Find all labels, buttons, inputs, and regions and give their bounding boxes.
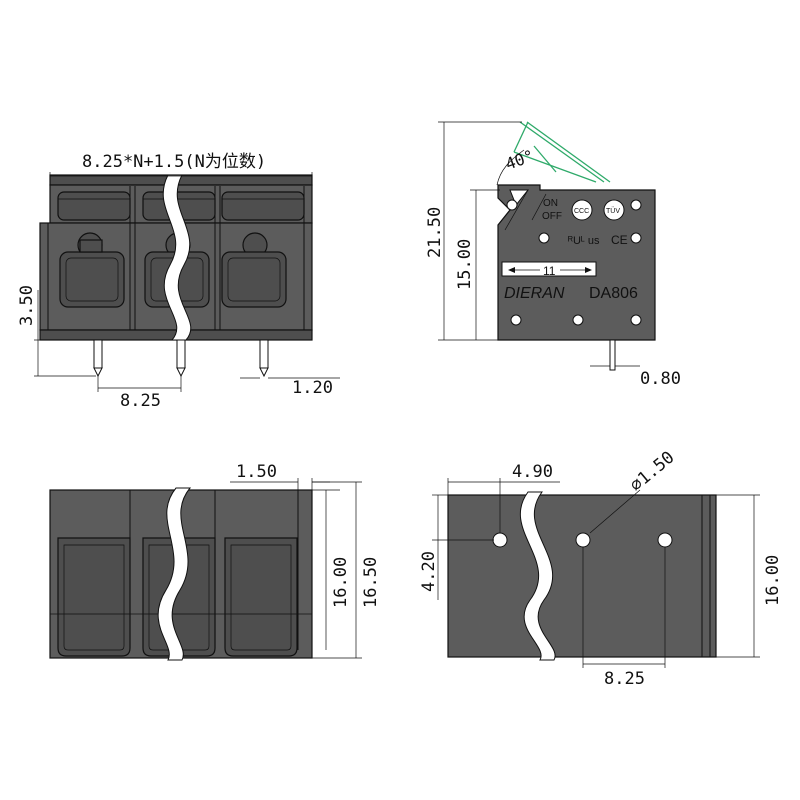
svg-text:OFF: OFF bbox=[542, 211, 562, 222]
bottom-hole bbox=[575, 532, 591, 548]
bottom-view: 4.90 ∅1.50 4.20 16.00 8.25 bbox=[419, 448, 783, 689]
bottom-pitch-dimension: 8.25 bbox=[604, 669, 645, 689]
svg-text:CCC: CCC bbox=[574, 208, 589, 215]
top-outer-height: 16.50 bbox=[361, 557, 381, 608]
bottom-hole bbox=[657, 532, 673, 548]
side-hole bbox=[630, 314, 642, 326]
top-view: 1.50 16.00 16.50 bbox=[49, 462, 381, 661]
side-hole bbox=[630, 199, 642, 211]
side-hole bbox=[506, 199, 518, 211]
bottom-break bbox=[519, 491, 556, 661]
front-cell-3 bbox=[219, 186, 305, 330]
bottom-offset-dimension: 4.90 bbox=[512, 462, 553, 482]
front-cell-1 bbox=[47, 186, 131, 330]
bottom-height-dimension: 4.20 bbox=[419, 551, 439, 592]
ce-mark: CE bbox=[611, 233, 628, 247]
on-off-marking: ON OFF bbox=[531, 193, 562, 222]
top-cell-3 bbox=[224, 537, 298, 657]
front-pitch-dimension: 8.25 bbox=[120, 391, 161, 411]
side-hole bbox=[572, 314, 584, 326]
brand-label: DIERAN bbox=[504, 285, 565, 302]
side-hole bbox=[510, 314, 522, 326]
side-hole bbox=[630, 232, 642, 244]
bottom-hole-dimension: ∅1.50 bbox=[626, 448, 678, 496]
front-view: 8.25*N+1.5(N为位数) 3.50 8.25 1.20 bbox=[17, 152, 340, 411]
top-break bbox=[157, 487, 192, 661]
top-inner-height: 16.00 bbox=[331, 557, 351, 608]
bottom-body bbox=[447, 494, 717, 658]
front-pin-3 bbox=[259, 339, 269, 369]
ccc-mark bbox=[571, 199, 593, 221]
side-pin bbox=[609, 339, 616, 371]
model-label: DA806 bbox=[589, 285, 638, 302]
side-angle-label: 40° bbox=[503, 146, 537, 174]
side-total-height: 21.50 bbox=[425, 207, 445, 258]
side-view: 40° ON OFF CCC TÜV ᴿUᴸ us CE 11 bbox=[425, 121, 681, 389]
top-cell-1 bbox=[57, 537, 131, 657]
side-body-height: 15.00 bbox=[455, 239, 475, 290]
side-pin-width: 0.80 bbox=[640, 369, 681, 389]
front-height-dimension: 3.50 bbox=[17, 285, 37, 326]
side-11-dim: 11 bbox=[543, 264, 556, 278]
top-gap-dimension: 1.50 bbox=[236, 462, 277, 482]
front-width-dimension: 8.25*N+1.5(N为位数) bbox=[82, 152, 266, 172]
front-break bbox=[162, 174, 192, 341]
front-pin-2 bbox=[176, 339, 186, 369]
bottom-hole bbox=[492, 532, 508, 548]
front-pin-1 bbox=[93, 339, 103, 369]
svg-text:ON: ON bbox=[543, 198, 558, 209]
tuv-mark bbox=[603, 199, 625, 221]
front-pin-dimension: 1.20 bbox=[292, 378, 333, 398]
bottom-depth-dimension: 16.00 bbox=[763, 555, 783, 606]
svg-text:TÜV: TÜV bbox=[606, 207, 620, 215]
ul-mark: ᴿUᴸ us bbox=[568, 235, 600, 247]
side-hole bbox=[538, 232, 550, 244]
